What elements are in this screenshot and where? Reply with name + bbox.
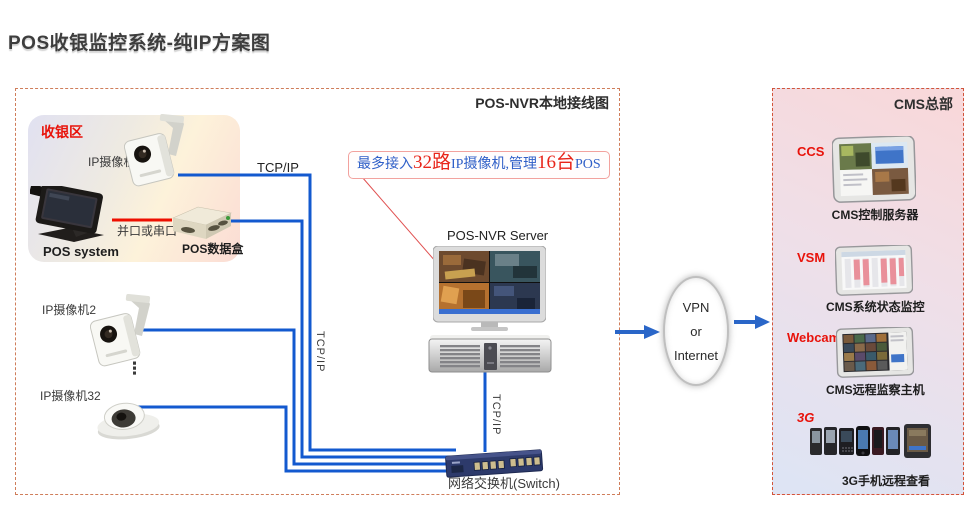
mobile-phones-icon (810, 424, 931, 458)
arrow-to-cloud-icon (615, 325, 660, 339)
arrow-to-cms-icon (734, 315, 770, 329)
server-label: POS-NVR Server (447, 228, 549, 243)
ccs-tag: CCS (797, 144, 825, 159)
annotation-text-1: 最多接入 (357, 157, 413, 172)
webcam-tag: Webcam (787, 330, 841, 345)
network-switch-icon (445, 449, 544, 478)
ip-camera32-icon (97, 402, 160, 440)
page-title: POS收银监控系统-纯IP方案图 (8, 33, 271, 54)
mobile-3g-caption: 3G手机远程查看 (841, 474, 930, 488)
annotation-text-2: IP摄像机,管理 (451, 157, 537, 172)
vpn-internet-cloud: VPN or Internet (663, 276, 729, 386)
nvr-monitor-icon (433, 246, 546, 331)
vsm-tag: VSM (797, 250, 826, 265)
annotation-number-2: 16台 (536, 152, 575, 173)
capacity-annotation: 最多接入32路IP摄像机,管理16台POS (348, 151, 610, 179)
databox-label: POS数据盒 (182, 242, 244, 256)
serial-port-label: 并口或串口 (117, 224, 178, 238)
annotation-text-3: POS (574, 157, 601, 172)
tcpip-label-vertical-server: TCP/IP (490, 394, 503, 436)
vsm-caption: CMS系统状态监控 (826, 300, 925, 314)
pos-terminal-icon (30, 186, 104, 242)
mobile-3g-tag: 3G (797, 410, 815, 425)
cloud-line1: VPN (682, 299, 710, 315)
tcpip-label-top: TCP/IP (257, 160, 299, 175)
tcpip-label-vertical-left: TCP/IP (314, 331, 327, 373)
cloud-line3: Internet (673, 347, 719, 363)
more-cameras-ellipsis: ⋮ (126, 359, 143, 378)
cms-remote-viewer-icon (836, 327, 914, 378)
pos-databox-icon (172, 206, 232, 239)
ip-camera1-icon (124, 114, 185, 187)
nvr-chassis-icon (428, 335, 552, 373)
cms-status-monitor-icon (835, 245, 913, 296)
ccs-caption: CMS控制服务器 (831, 208, 919, 222)
camera32-label: IP摄像机32 (40, 389, 101, 403)
cloud-line2: or (690, 323, 702, 339)
webcam-caption: CMS远程监察主机 (826, 383, 925, 397)
switch-label: 网络交换机(Switch) (448, 476, 560, 491)
ip-camera2-icon (90, 294, 151, 367)
pos-system-label: POS system (43, 244, 119, 259)
cms-control-server-icon (832, 136, 916, 203)
cashier-zone-label: 收银区 (41, 124, 83, 140)
cms-panel-title: CMS总部 (893, 96, 953, 112)
annotation-number-1: 32路 (413, 152, 452, 173)
camera2-label: IP摄像机2 (42, 303, 97, 317)
local-panel-title: POS-NVR本地接线图 (475, 95, 609, 111)
